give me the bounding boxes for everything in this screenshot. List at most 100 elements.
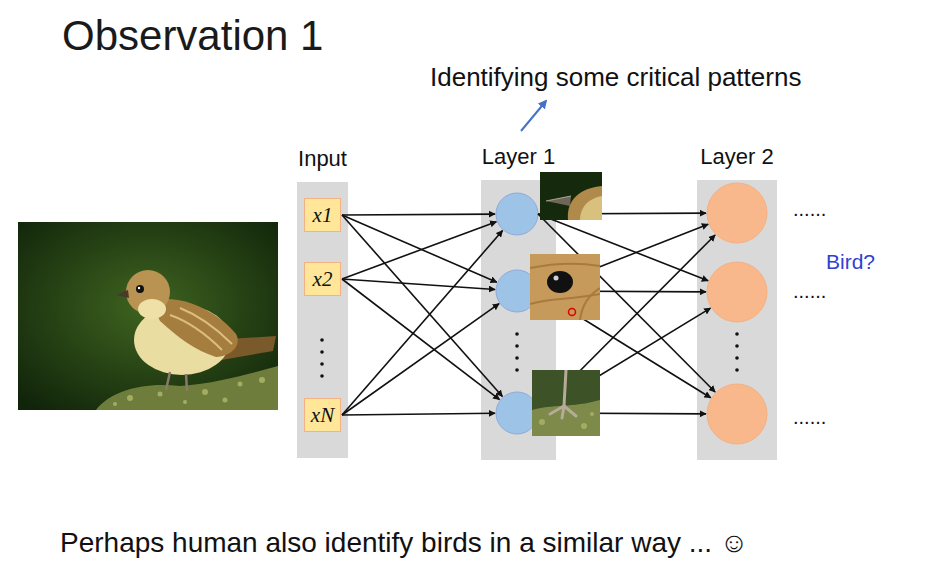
bird-tail [210,336,276,362]
eye-patch [530,254,600,320]
eye-patch [569,309,576,316]
bird-beak [116,290,129,298]
connection-arrow [342,231,503,415]
layer-2-units [707,183,767,444]
layer-band: Layer 2 [697,180,777,460]
feet-patch [539,412,594,429]
layer-1-units [496,193,538,434]
slide-title: Observation 1 [62,12,323,60]
feet-patch [564,406,576,416]
band-label-holder: Layer 1 [482,144,555,170]
vertical-ellipsis [735,356,739,360]
feet-patch [532,370,600,436]
layer-label: Layer 2 [700,144,773,169]
bird-wing [150,299,238,357]
ellipsis: ...... [793,198,826,221]
moss-speckles [158,392,163,397]
connection-arrow [538,235,715,413]
layer-1-units [496,392,538,434]
layer-band: Layer 1 [481,180,556,460]
bird-legs [186,374,187,391]
beak-patch [546,196,571,206]
moss-speckles [223,398,228,403]
wing-stripes [170,315,222,350]
input-band: x1x2xNInput [297,182,348,458]
input-variable: x1 [313,203,333,228]
connection-arrow [538,290,706,292]
beak-patch [540,172,602,220]
eye-patch [554,276,559,281]
wing-stripes [180,308,232,344]
eye-patch [530,264,600,320]
vertical-ellipsis [515,368,519,372]
feet-patch [550,370,576,418]
layer-2-units [707,262,767,322]
photo-background [18,222,278,410]
feet-patch [532,370,600,436]
vertical-ellipsis [735,332,739,336]
moss-speckles [113,402,117,406]
connection-arrow [342,213,495,215]
vertical-ellipsis [735,344,739,348]
feet-patch [532,400,600,436]
layer-label: Input [298,146,347,171]
beak-patch [546,196,571,201]
beak-patch [580,196,602,220]
layer-1-units [496,193,538,235]
eye-highlight [138,287,140,289]
vertical-ellipsis [320,350,324,354]
moss-speckles [259,377,265,383]
ellipsis: ...... [793,280,826,303]
eye-patch [530,264,600,268]
beak-patch [568,186,602,220]
moss-speckles [183,400,187,404]
input-variable: x2 [313,267,333,292]
moss-speckles [202,389,208,395]
moss-speckles [238,382,243,387]
connection-arrow [342,215,497,282]
vertical-ellipsis [320,374,324,378]
bird-head [126,270,170,314]
feet-patch [590,412,594,416]
layer-label: Layer 1 [482,144,555,169]
eye-patch [580,288,600,320]
connection-arrow [538,214,715,392]
beak-patch [540,172,602,220]
mossy-branch [96,366,278,410]
connection-arrow [538,291,711,398]
feet-patch [539,419,545,425]
bird-throat [138,299,166,319]
layer-2-units [707,183,767,243]
wing-stripes [170,308,232,350]
connection-arrow [538,212,706,214]
feet-patch [581,423,587,429]
bird-belly [134,305,230,375]
connection-arrow [538,224,708,291]
connection-arrow [342,222,496,279]
band-label-holder: Layer 2 [700,144,773,170]
connection-arrow [342,279,500,400]
band-label-holder: Input [298,146,347,172]
input-box: x2 [304,262,341,296]
feet-patch [562,406,564,418]
vertical-ellipsis [515,344,519,348]
moss-speckles [113,377,265,406]
callout-text: Identifying some critical patterns [430,62,801,93]
vertical-ellipsis [320,362,324,366]
bird-eye [136,285,144,293]
connection-arrow [538,214,708,281]
connection-arrow [342,215,502,397]
ellipsis: ...... [793,406,826,429]
connection-arrow [342,279,495,289]
connection-arrow [342,413,495,415]
input-variable: xN [311,403,334,428]
callout-arrow [521,101,546,131]
layer-1-units [496,270,538,312]
connection-arrows [342,213,715,415]
vertical-ellipsis [320,332,739,378]
vertical-ellipsis [735,368,739,372]
vertical-ellipsis [515,332,519,336]
output-question: Bird? [826,250,875,274]
slide-caption: Perhaps human also identify birds in a s… [60,527,748,559]
